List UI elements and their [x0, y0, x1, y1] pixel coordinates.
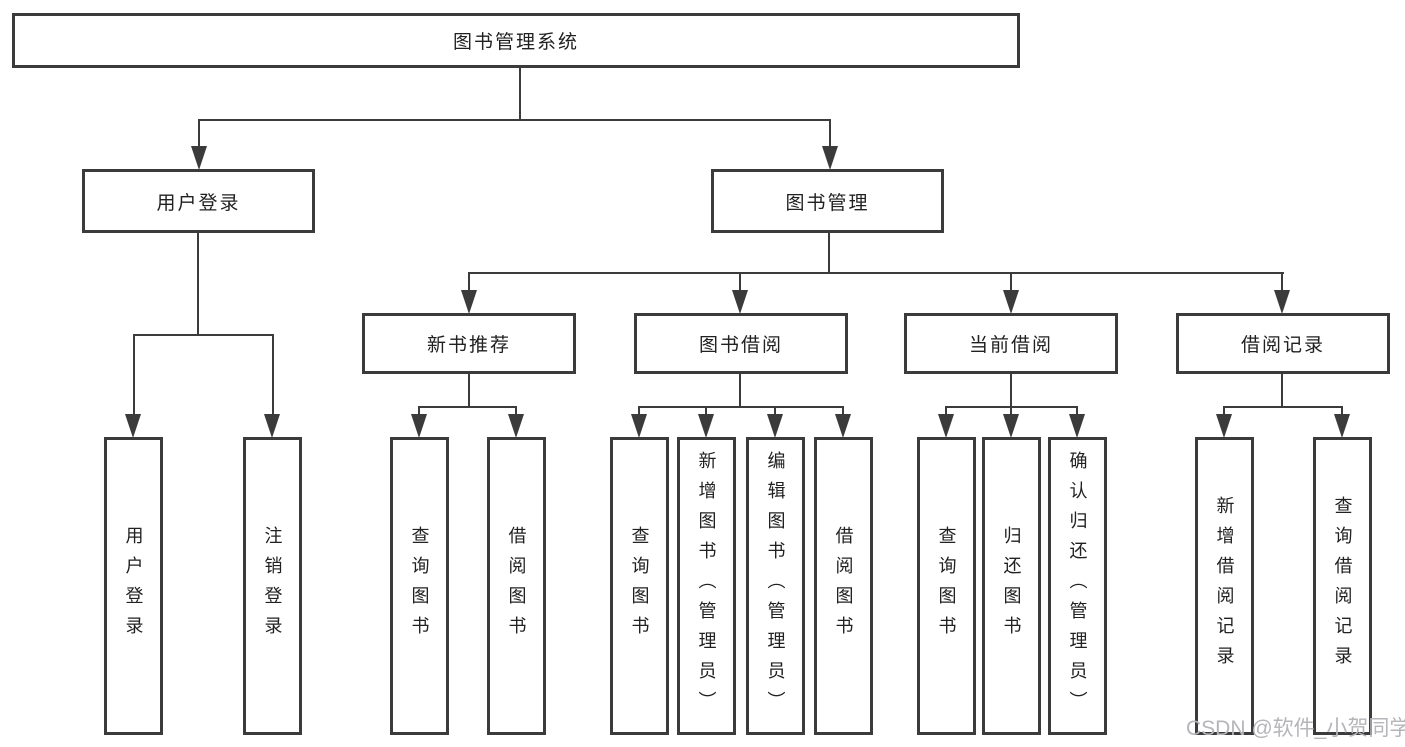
- connector-line: [198, 119, 831, 121]
- node-borrowing-records-label: 借阅记录: [1240, 335, 1325, 356]
- leaf-current-return-books-label: 归还图书: [1001, 526, 1022, 646]
- connector-line: [829, 119, 831, 148]
- connector-line: [1010, 272, 1012, 291]
- arrow-down-icon: [1216, 414, 1232, 438]
- arrow-down-icon: [1069, 414, 1085, 438]
- connector-line: [945, 406, 947, 414]
- node-book-borrowing-label: 图书借阅: [698, 335, 783, 356]
- leaf-borrowing-add-books-admin: 新增图书（管理员）: [677, 437, 736, 735]
- connector-line: [418, 406, 420, 414]
- leaf-logout-login: 注销登录: [243, 437, 302, 735]
- arrow-down-icon: [835, 414, 851, 438]
- leaf-borrowing-borrow-books-label: 借阅图书: [833, 526, 854, 646]
- leaf-records-add-borrow-record: 新增借阅记录: [1195, 437, 1254, 735]
- connector-line: [705, 406, 707, 414]
- arrow-down-icon: [125, 414, 141, 438]
- arrow-down-icon: [461, 290, 477, 314]
- connector-line: [133, 334, 274, 336]
- connector-line: [828, 232, 830, 274]
- node-user-login-label: 用户登录: [156, 192, 241, 214]
- arrow-down-icon: [938, 414, 954, 438]
- leaf-recommend-borrow-books-label: 借阅图书: [506, 526, 527, 646]
- connector-line: [197, 232, 199, 336]
- node-current-borrowing: 当前借阅: [904, 313, 1118, 374]
- leaf-current-confirm-return-admin-label: 确认归还（管理员）: [1067, 451, 1088, 721]
- connector-line: [1281, 272, 1283, 291]
- leaf-borrowing-edit-books-admin-label: 编辑图书（管理员）: [765, 451, 786, 721]
- node-current-borrowing-label: 当前借阅: [968, 335, 1053, 356]
- connector-line: [739, 374, 741, 408]
- node-new-book-recommend: 新书推荐: [362, 313, 576, 374]
- connector-line: [468, 272, 470, 291]
- leaf-borrowing-edit-books-admin: 编辑图书（管理员）: [746, 437, 805, 735]
- connector-line: [1010, 406, 1012, 414]
- leaf-borrowing-query-books: 查询图书: [610, 437, 669, 735]
- connector-line: [1341, 406, 1343, 414]
- connector-line: [1223, 406, 1225, 414]
- node-user-login: 用户登录: [82, 169, 315, 233]
- arrow-down-icon: [1003, 290, 1019, 314]
- connector-line: [638, 406, 844, 408]
- leaf-records-query-borrow-record-label: 查询借阅记录: [1332, 496, 1353, 676]
- connector-line: [1010, 374, 1012, 408]
- arrow-down-icon: [508, 414, 524, 438]
- connector-line: [133, 334, 135, 414]
- node-borrowing-records: 借阅记录: [1176, 313, 1390, 374]
- connector-line: [842, 406, 844, 414]
- arrow-down-icon: [767, 414, 783, 438]
- arrow-down-icon: [822, 146, 838, 170]
- leaf-logout-login-label: 注销登录: [262, 526, 283, 646]
- leaf-records-add-borrow-record-label: 新增借阅记录: [1214, 496, 1235, 676]
- arrow-down-icon: [264, 414, 280, 438]
- connector-line: [515, 406, 517, 414]
- connector-line: [739, 272, 741, 291]
- connector-line: [1076, 406, 1078, 414]
- node-book-management-label: 图书管理: [785, 192, 870, 214]
- arrow-down-icon: [732, 290, 748, 314]
- leaf-recommend-query-books-label: 查询图书: [409, 526, 430, 646]
- connector-line: [519, 68, 521, 121]
- node-new-book-recommend-label: 新书推荐: [426, 335, 511, 356]
- connector-line: [418, 406, 517, 408]
- arrow-down-icon: [698, 414, 714, 438]
- leaf-current-query-books-label: 查询图书: [936, 526, 957, 646]
- connector-line: [1281, 374, 1283, 408]
- leaf-user-login: 用户登录: [104, 437, 163, 735]
- leaf-user-login-label: 用户登录: [123, 526, 144, 646]
- leaf-current-confirm-return-admin: 确认归还（管理员）: [1048, 437, 1107, 735]
- arrow-down-icon: [1274, 290, 1290, 314]
- leaf-current-return-books: 归还图书: [982, 437, 1041, 735]
- node-book-management: 图书管理: [711, 169, 944, 233]
- leaf-borrowing-query-books-label: 查询图书: [629, 526, 650, 646]
- leaf-recommend-borrow-books: 借阅图书: [487, 437, 546, 735]
- leaf-recommend-query-books: 查询图书: [390, 437, 449, 735]
- leaf-current-query-books: 查询图书: [917, 437, 976, 735]
- connector-line: [198, 119, 200, 148]
- leaf-borrowing-borrow-books: 借阅图书: [814, 437, 873, 735]
- node-book-borrowing: 图书借阅: [634, 313, 848, 374]
- csdn-watermark: CSDN @软件_小贺同学: [1186, 717, 1405, 740]
- arrow-down-icon: [631, 414, 647, 438]
- arrow-down-icon: [191, 146, 207, 170]
- arrow-down-icon: [411, 414, 427, 438]
- leaf-records-query-borrow-record: 查询借阅记录: [1313, 437, 1372, 735]
- arrow-down-icon: [1003, 414, 1019, 438]
- node-library-system: 图书管理系统: [12, 13, 1020, 68]
- leaf-borrowing-add-books-admin-label: 新增图书（管理员）: [696, 451, 717, 721]
- connector-line: [1223, 406, 1343, 408]
- arrow-down-icon: [1334, 414, 1350, 438]
- connector-line: [468, 374, 470, 408]
- node-library-system-label: 图书管理系统: [452, 32, 579, 53]
- connector-line: [774, 406, 776, 414]
- connector-line: [272, 334, 274, 414]
- connector-line: [468, 272, 1284, 274]
- connector-line: [638, 406, 640, 414]
